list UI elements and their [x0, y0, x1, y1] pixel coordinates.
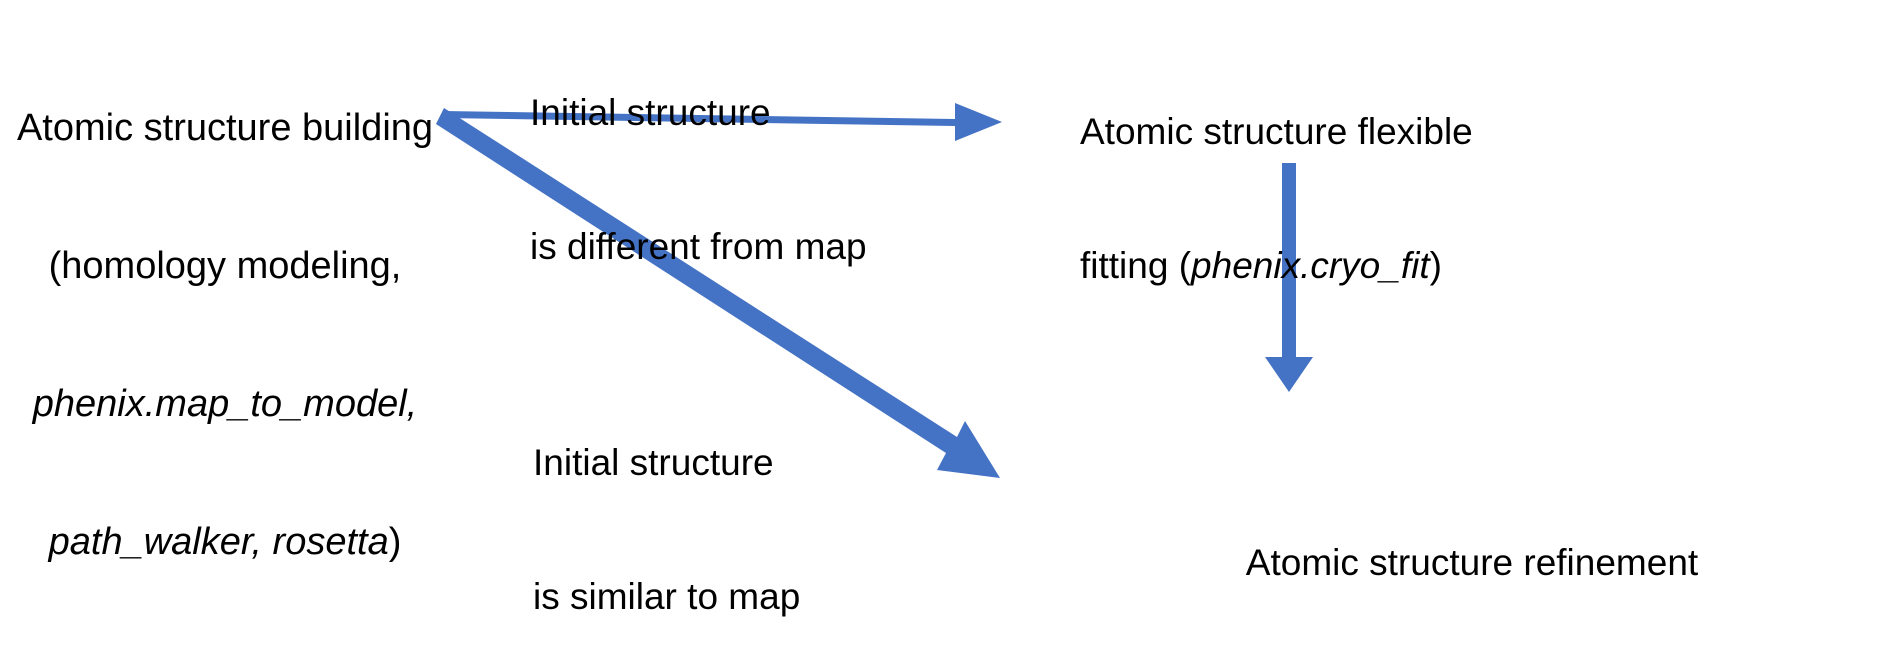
node-atomic-structure-building: Atomic structure building (homology mode… [0, 14, 450, 658]
node-building-line-4-tail: ) [388, 520, 402, 563]
node-building-line-4: path_walker, rosetta) [0, 520, 450, 566]
node-flexible-fitting-suffix: ) [1429, 244, 1442, 286]
edge-label-is-similar-to-map: Initial structure is similar to map [533, 351, 933, 662]
edge-label-different-line-2: is different from map [530, 225, 867, 267]
node-building-line-1: Atomic structure building [16, 106, 434, 149]
node-flexible-fitting-line-1: Atomic structure flexible [1080, 110, 1473, 152]
node-atomic-structure-refinement: Atomic structure refinement (phenix.real… [1060, 451, 1884, 662]
edge-label-different-line-1: Initial structure [530, 91, 771, 133]
node-flexible-fitting-command: phenix.cryo_fit [1191, 244, 1430, 286]
node-building-line-3: phenix.map_to_model, [32, 382, 418, 425]
edge-label-similar-line-2: is similar to map [533, 575, 801, 617]
node-flexible-fitting-line-2: fitting (phenix.cryo_fit) [1080, 244, 1550, 289]
node-building-line-4-italic: path_walker, rosetta [48, 520, 389, 563]
node-refinement-line-1: Atomic structure refinement [1245, 541, 1699, 583]
edge-label-is-different-from-map: Initial structure is different from map [530, 1, 930, 359]
edge-label-similar-line-1: Initial structure [533, 441, 774, 483]
node-atomic-structure-flexible-fitting: Atomic structure flexible fitting (pheni… [1080, 20, 1550, 378]
node-flexible-fitting-prefix: fitting ( [1080, 244, 1192, 286]
node-building-line-2: (homology modeling, [48, 244, 402, 287]
